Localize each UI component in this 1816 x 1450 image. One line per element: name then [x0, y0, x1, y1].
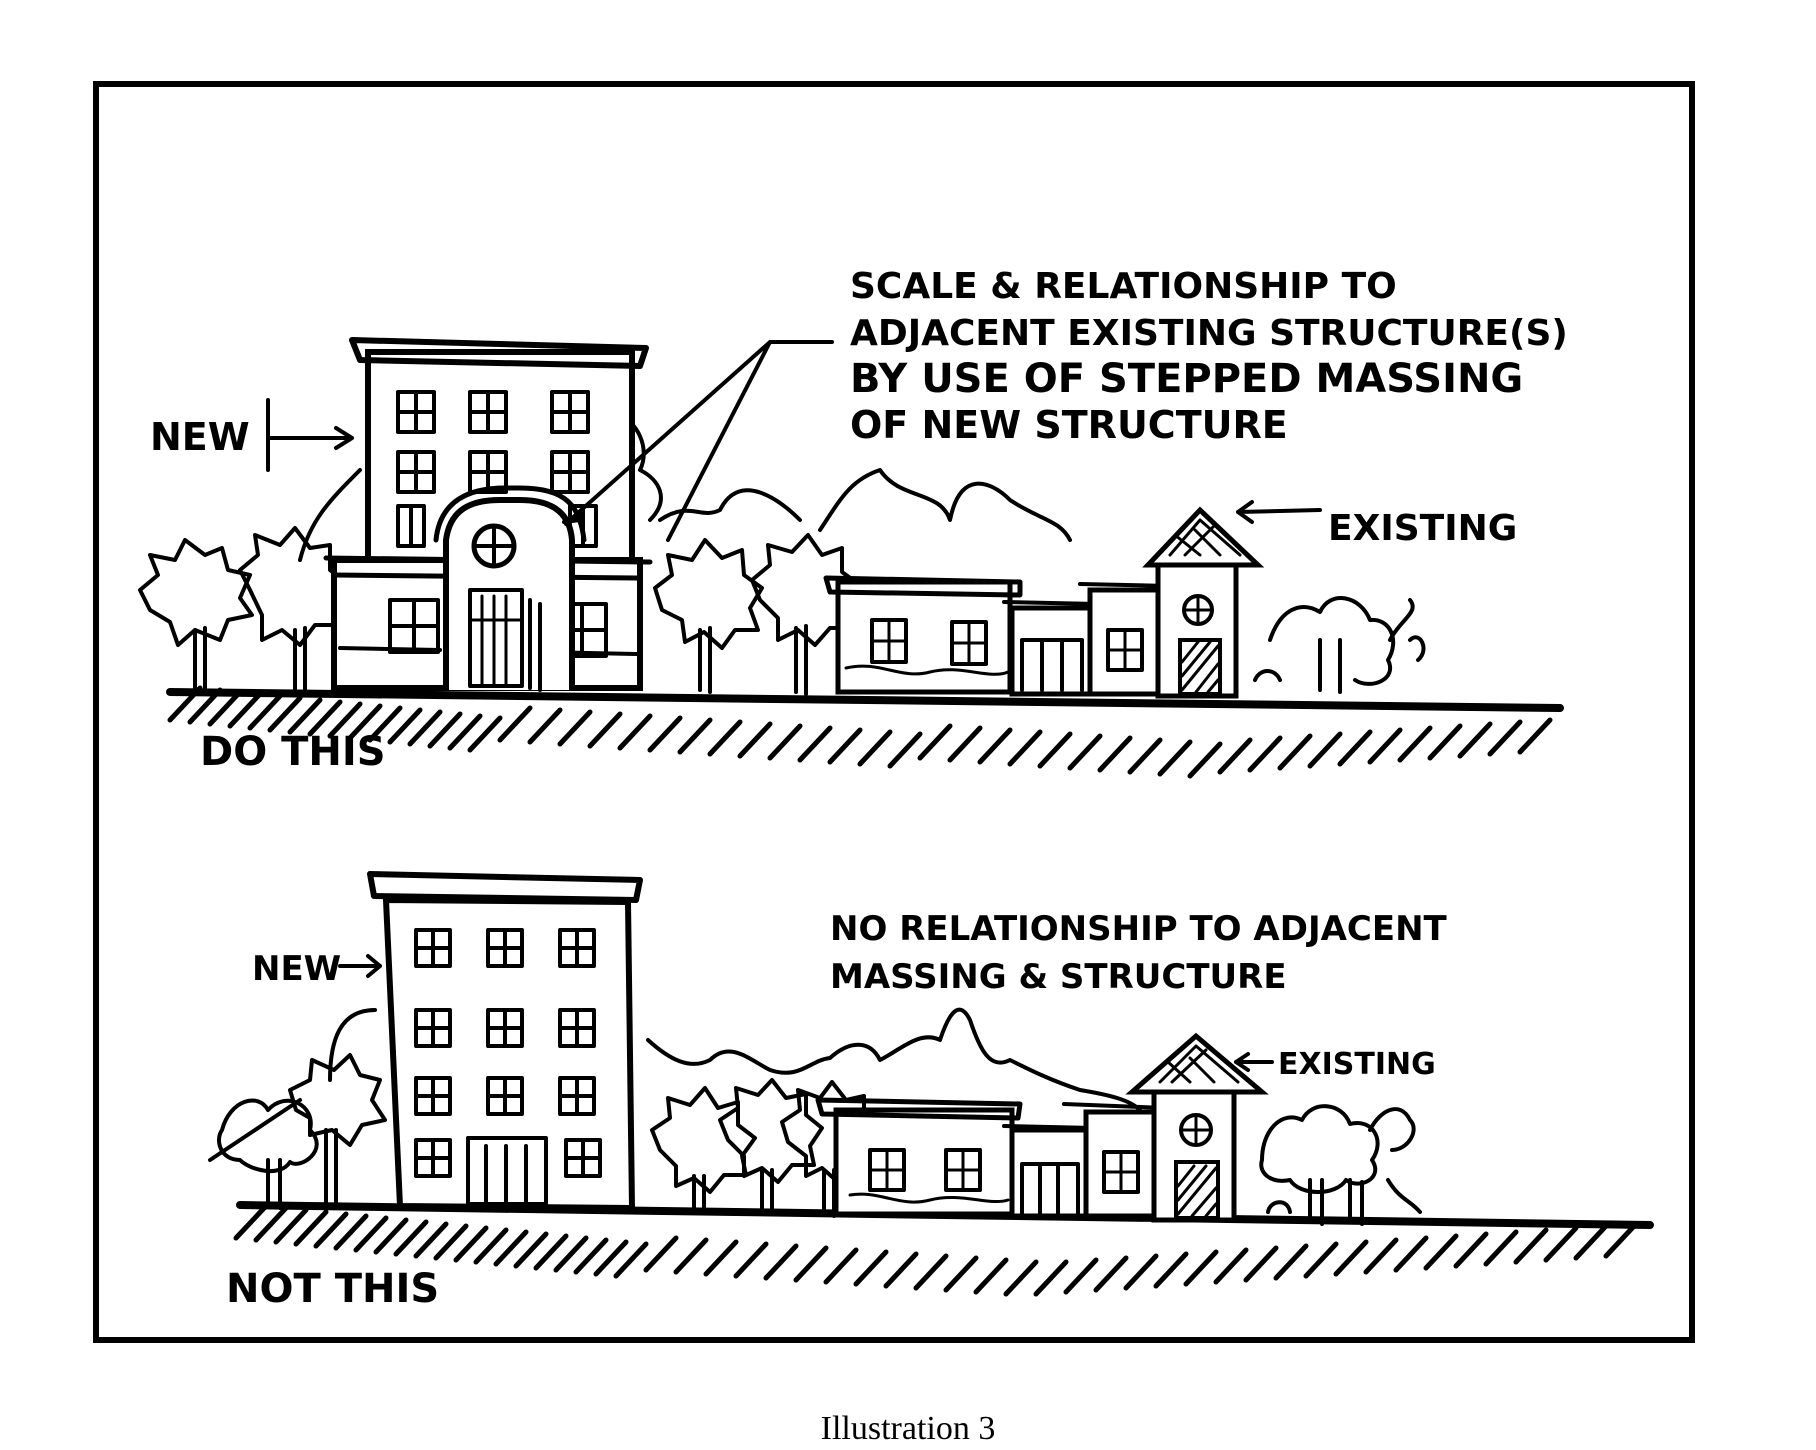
existing-buildings-bottom: [818, 1036, 1262, 1220]
trees-right-top: [1255, 598, 1423, 692]
svg-text:ADJACENT EXISTING STRUCTURE(S): ADJACENT EXISTING STRUCTURE(S): [850, 313, 1568, 354]
trees-left-top: [140, 528, 350, 690]
trees-right-bottom: [1261, 1106, 1420, 1224]
existing-label-bottom: EXISTING: [1278, 1047, 1436, 1082]
figure-caption: Illustration 3: [0, 1410, 1816, 1448]
note-top: SCALE & RELATIONSHIP TO ADJACENT EXISTIN…: [850, 266, 1568, 447]
foliage-outline-bottom: [648, 1010, 1140, 1110]
panel-not-this: NEW NO RELATIONSHIP TO ADJACENT MASSING …: [210, 874, 1650, 1312]
new-building-bottom: [370, 874, 640, 1208]
new-arrow-bottom: [340, 956, 380, 976]
panel-label-not-this: NOT THIS: [226, 1266, 439, 1312]
svg-text:SCALE & RELATIONSHIP TO: SCALE & RELATIONSHIP TO: [850, 266, 1397, 307]
svg-text:OF NEW STRUCTURE: OF NEW STRUCTURE: [850, 403, 1288, 447]
panel-label-do-this: DO THIS: [200, 729, 386, 775]
note-bottom: NO RELATIONSHIP TO ADJACENT MASSING & ST…: [830, 909, 1448, 997]
svg-text:BY USE OF STEPPED MASSING: BY USE OF STEPPED MASSING: [850, 356, 1523, 402]
existing-buildings-top: [826, 510, 1258, 696]
existing-arrow-bottom: [1236, 1054, 1272, 1070]
existing-arrow-top: [1238, 502, 1320, 522]
panel-do-this: NEW SCALE & RELATIONSHIP TO ADJACENT EXI…: [140, 266, 1568, 776]
new-label-bottom: NEW: [252, 949, 341, 989]
trees-left-bottom: [210, 1010, 385, 1208]
existing-label-top: EXISTING: [1328, 508, 1517, 549]
svg-text:MASSING & STRUCTURE: MASSING & STRUCTURE: [830, 957, 1287, 997]
trees-middle-top: [655, 535, 860, 694]
new-label-top: NEW: [150, 415, 250, 459]
svg-text:NO RELATIONSHIP TO ADJACENT: NO RELATIONSHIP TO ADJACENT: [830, 909, 1448, 949]
new-arrow-top: [268, 400, 352, 470]
new-building-top: [326, 340, 650, 690]
